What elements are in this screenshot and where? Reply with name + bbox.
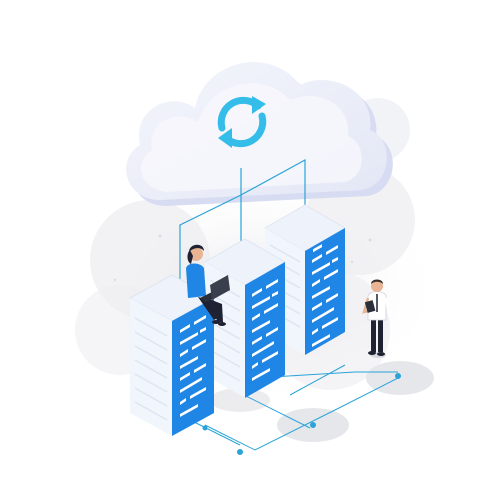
woman-with-laptop — [186, 244, 230, 326]
sync-arrows-icon — [217, 96, 267, 148]
man-with-tablet — [362, 279, 392, 358]
server-rack-front — [128, 274, 216, 436]
decorative-dots — [113, 234, 372, 282]
